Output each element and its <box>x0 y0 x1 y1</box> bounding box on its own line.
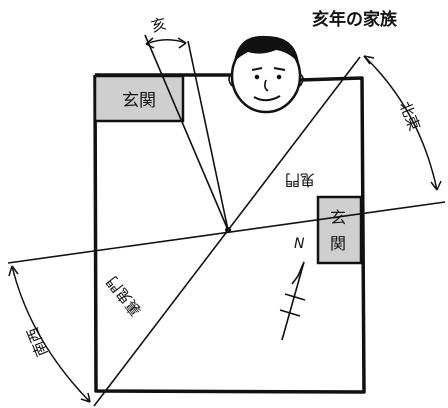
kimon-label: 鬼門 <box>285 171 315 189</box>
entrance-right <box>316 195 363 265</box>
entrance-right-label-2: 関 <box>330 234 346 253</box>
direction-top-label: 亥 <box>149 15 168 36</box>
ura-kimon-label: 裏鬼門 <box>103 273 145 320</box>
northeast-label: 北東 <box>396 99 424 134</box>
direction-arc <box>145 39 187 45</box>
title: 亥年の家族 <box>312 9 398 30</box>
northeast-arc <box>363 55 438 191</box>
southwest-label: 南西 <box>23 325 51 360</box>
southwest-arc <box>11 265 91 403</box>
boar-year-face-icon <box>228 35 304 114</box>
center-point <box>225 227 231 233</box>
entrance-top-left-label: 玄関 <box>122 91 156 111</box>
north-label: N <box>294 236 305 252</box>
entrance-top-left <box>93 74 185 123</box>
direction-line-2 <box>187 40 229 231</box>
direction-line-1 <box>144 34 229 231</box>
north-arrow-icon <box>279 261 306 341</box>
